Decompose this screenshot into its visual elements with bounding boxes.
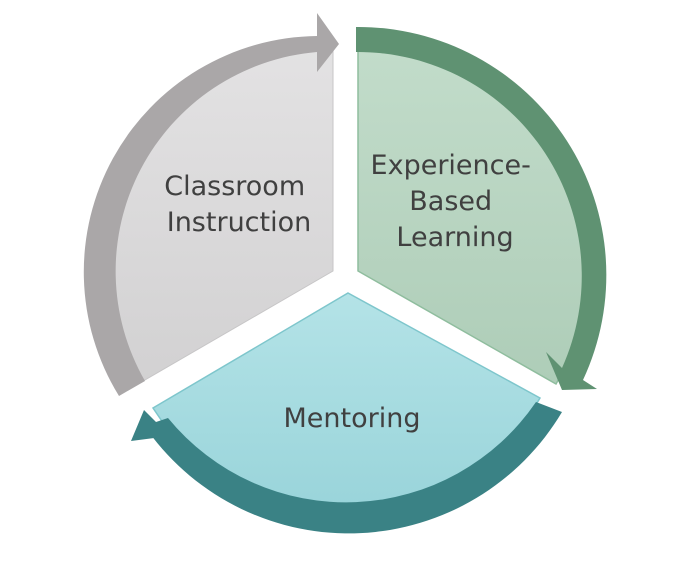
label-line: Based xyxy=(409,186,492,217)
arrow-mentoring-icon xyxy=(131,402,562,534)
label-line: Mentoring xyxy=(284,403,421,434)
label-classroom: Classroom Instruction xyxy=(164,171,313,238)
label-line: Classroom xyxy=(164,171,305,202)
label-mentoring: Mentoring xyxy=(284,403,421,434)
label-experience: Experience- Based Learning xyxy=(371,150,540,253)
arrow-experience-icon xyxy=(356,26,607,391)
label-line: Experience- xyxy=(371,150,531,181)
label-line: Instruction xyxy=(167,207,312,238)
arrow-classroom-icon xyxy=(83,13,339,396)
label-line: Learning xyxy=(396,222,513,253)
